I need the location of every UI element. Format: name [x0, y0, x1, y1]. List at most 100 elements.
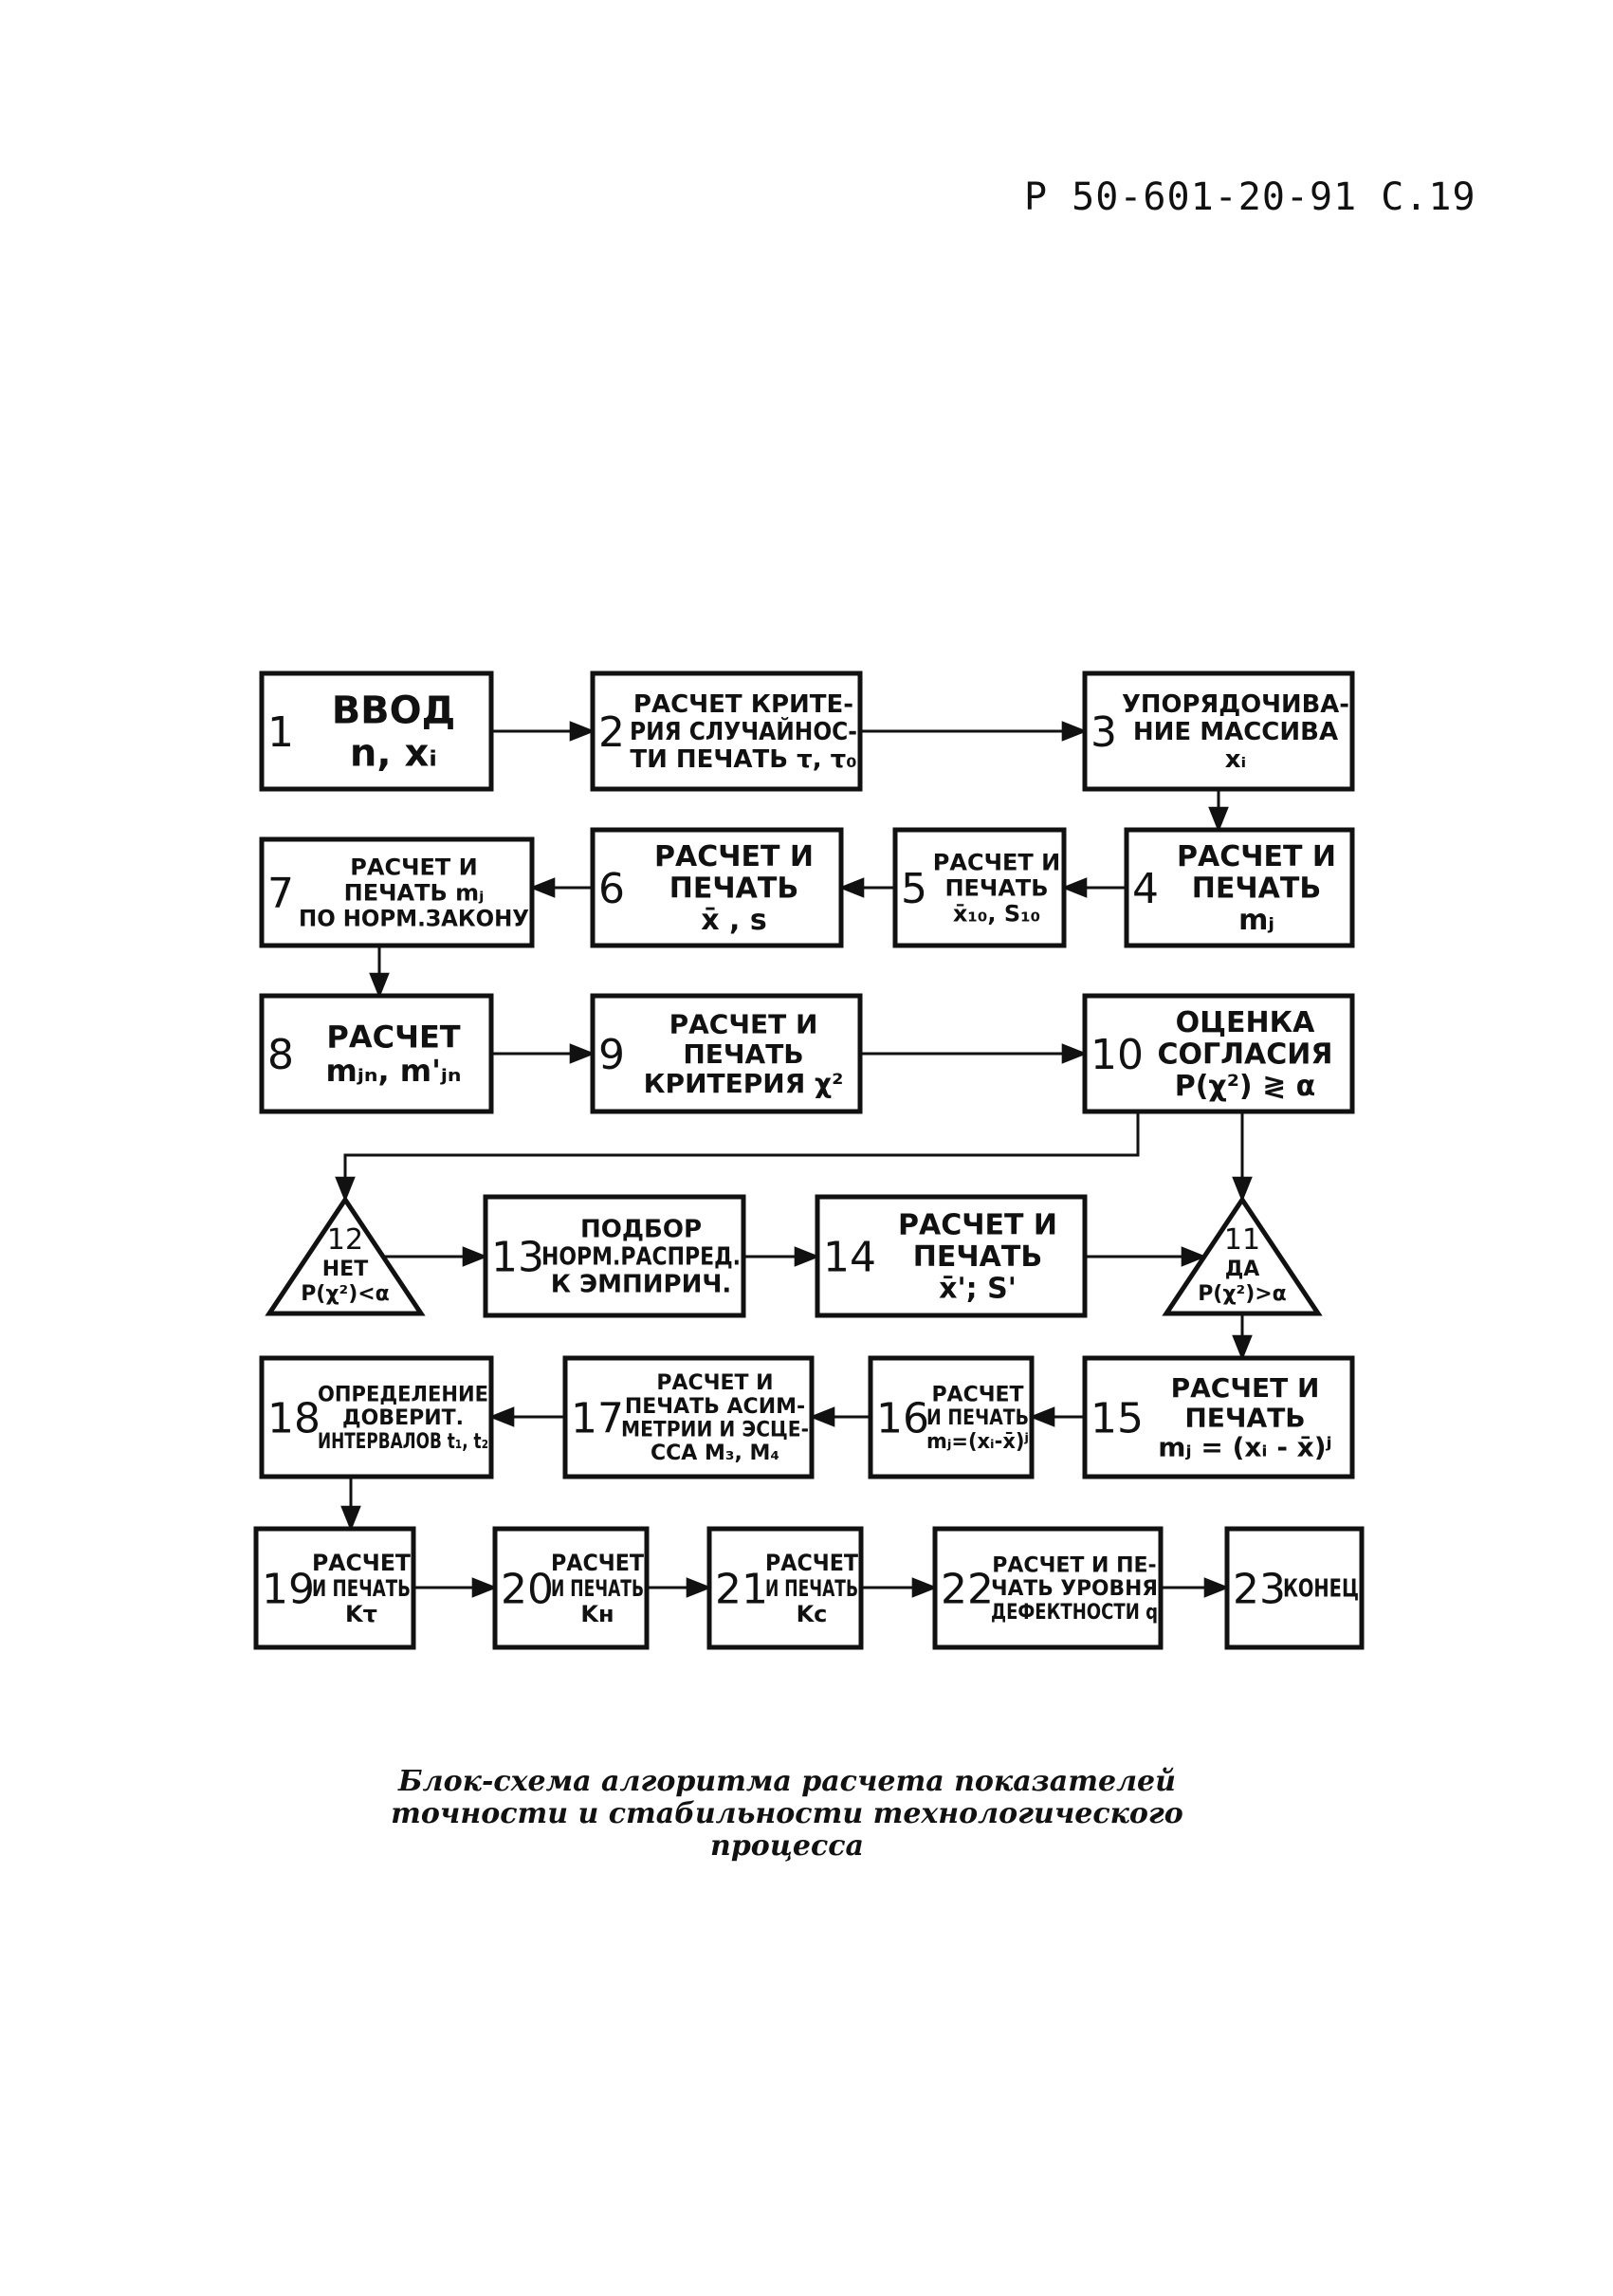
block-frame	[253, 1526, 416, 1650]
block-text-line: P(χ²)>α	[1198, 1282, 1287, 1306]
block-text-line: НЕТ	[322, 1258, 368, 1281]
block-text-line: n, xᵢ	[350, 731, 437, 775]
block-text-line: x̄'; S'	[939, 1273, 1017, 1306]
block-text-line: ДОВЕРИТ.	[342, 1406, 464, 1430]
block-text-line: ПЕЧАТЬ	[944, 874, 1048, 901]
block-text-line: mⱼ	[1238, 904, 1274, 937]
block-text-line: ПОДБОР	[580, 1215, 702, 1243]
block-frame	[1124, 827, 1355, 948]
block-text-line: К ЭМПИРИЧ.	[551, 1271, 731, 1299]
block-number: 8	[267, 1031, 294, 1079]
block-text-line: РАСЧЕТ	[765, 1550, 859, 1576]
caption-line: процесса	[710, 1829, 864, 1863]
block-number: 16	[876, 1395, 929, 1443]
block-number: 4	[1132, 865, 1159, 913]
block-text-line: P(χ²) ≷ α	[1175, 1070, 1316, 1103]
block-text-line: mⱼ = (xᵢ - x̄)ʲ	[1158, 1432, 1331, 1463]
block-number: 14	[823, 1234, 876, 1282]
block-text-line: ДЕФЕКТНОСТИ q	[991, 1601, 1158, 1625]
block-text-line: УПОРЯДОЧИВА-	[1122, 690, 1349, 719]
block-text-line: РАСЧЕТ	[931, 1384, 1023, 1407]
caption-line: точности и стабильности технологического	[391, 1797, 1183, 1830]
block-frame	[590, 670, 863, 792]
block-text-line: ПЕЧАТЬ	[1184, 1402, 1305, 1433]
block-frame	[259, 993, 494, 1114]
block-text-line: РАСЧЕТ	[551, 1550, 645, 1576]
block-frame	[932, 1526, 1164, 1650]
block-text-line: Kс	[797, 1601, 828, 1627]
block-text-line: ЧАТЬ УРОВНЯ	[991, 1577, 1158, 1601]
block-text-line: ПЕЧАТЬ	[913, 1240, 1042, 1274]
block-frame	[590, 993, 863, 1114]
block-text-line: ПО НОРМ.ЗАКОНУ	[299, 905, 529, 931]
block-frame	[815, 1194, 1088, 1318]
block-number: 5	[901, 865, 927, 913]
block-text-line: ПЕЧАТЬ mⱼ	[344, 879, 485, 906]
block-text-line: И ПЕЧАТЬ	[312, 1575, 411, 1602]
block-frame	[868, 1355, 1035, 1479]
block-text-line: ТИ ПЕЧАТЬ τ, τ₀	[630, 745, 856, 774]
block-frame	[1082, 670, 1355, 792]
block-text-line: РАСЧЕТ И	[1177, 840, 1336, 873]
block-number: 1	[267, 708, 294, 757]
block-text-line: НИЕ МАССИВА	[1133, 718, 1338, 746]
block-text-line: КОНЕЦ	[1283, 1575, 1359, 1604]
decision-frame	[265, 1195, 426, 1316]
block-text-line: ПЕЧАТЬ	[1192, 872, 1321, 906]
block-text-line: ПЕЧАТЬ АСИМ-	[625, 1395, 805, 1419]
flow-connectors	[335, 721, 1253, 1598]
block-number: 18	[267, 1395, 321, 1443]
block-text-line: РАСЧЕТ И	[654, 840, 814, 873]
block-text-line: mⱼ=(xᵢ-x̄)ʲ	[926, 1430, 1029, 1454]
block-text-line: Kτ	[345, 1601, 377, 1627]
block-text-line: РАСЧЕТ КРИТЕ-	[633, 690, 853, 719]
block-text-line: И ПЕЧАТЬ	[926, 1406, 1029, 1430]
block-text-line: ОЦЕНКА	[1176, 1006, 1315, 1039]
block-frame	[892, 827, 1067, 948]
block-number: 9	[598, 1031, 625, 1079]
block-text-line: ССА M₃, M₄	[651, 1442, 779, 1465]
connector-10-12	[335, 1111, 1140, 1203]
block-text-line: СОГЛАСИЯ	[1158, 1038, 1333, 1072]
block-number: 13	[491, 1234, 544, 1282]
block-frame	[259, 1355, 494, 1479]
block-frame	[259, 836, 535, 948]
block-text-line: ПЕЧАТЬ	[669, 872, 798, 906]
block-text-line: x̄₁₀, S₁₀	[953, 900, 1040, 927]
block-frame	[259, 670, 494, 792]
block-number: 2	[598, 708, 625, 757]
block-text-line: ИНТЕРВАЛОВ t₁, t₂	[318, 1430, 488, 1454]
block-text-line: РАСЧЕТ И	[350, 854, 477, 881]
block-text-line: РАСЧЕТ И	[656, 1371, 773, 1395]
block-text-line: ОПРЕДЕЛЕНИЕ	[318, 1384, 488, 1407]
block-number: 7	[267, 870, 294, 918]
block-number: 15	[1091, 1395, 1144, 1443]
block-text-line: Kн	[580, 1601, 614, 1627]
block-number: 12	[327, 1223, 363, 1257]
block-text-line: РАСЧЕТ И ПЕ-	[992, 1554, 1156, 1578]
block-text-line: ВВОД	[332, 689, 456, 733]
block-number: 10	[1091, 1031, 1144, 1079]
block-frame	[1224, 1526, 1365, 1650]
block-frame	[590, 827, 844, 948]
block-text-line: МЕТРИИ И ЭСЦЕ-	[621, 1419, 809, 1442]
